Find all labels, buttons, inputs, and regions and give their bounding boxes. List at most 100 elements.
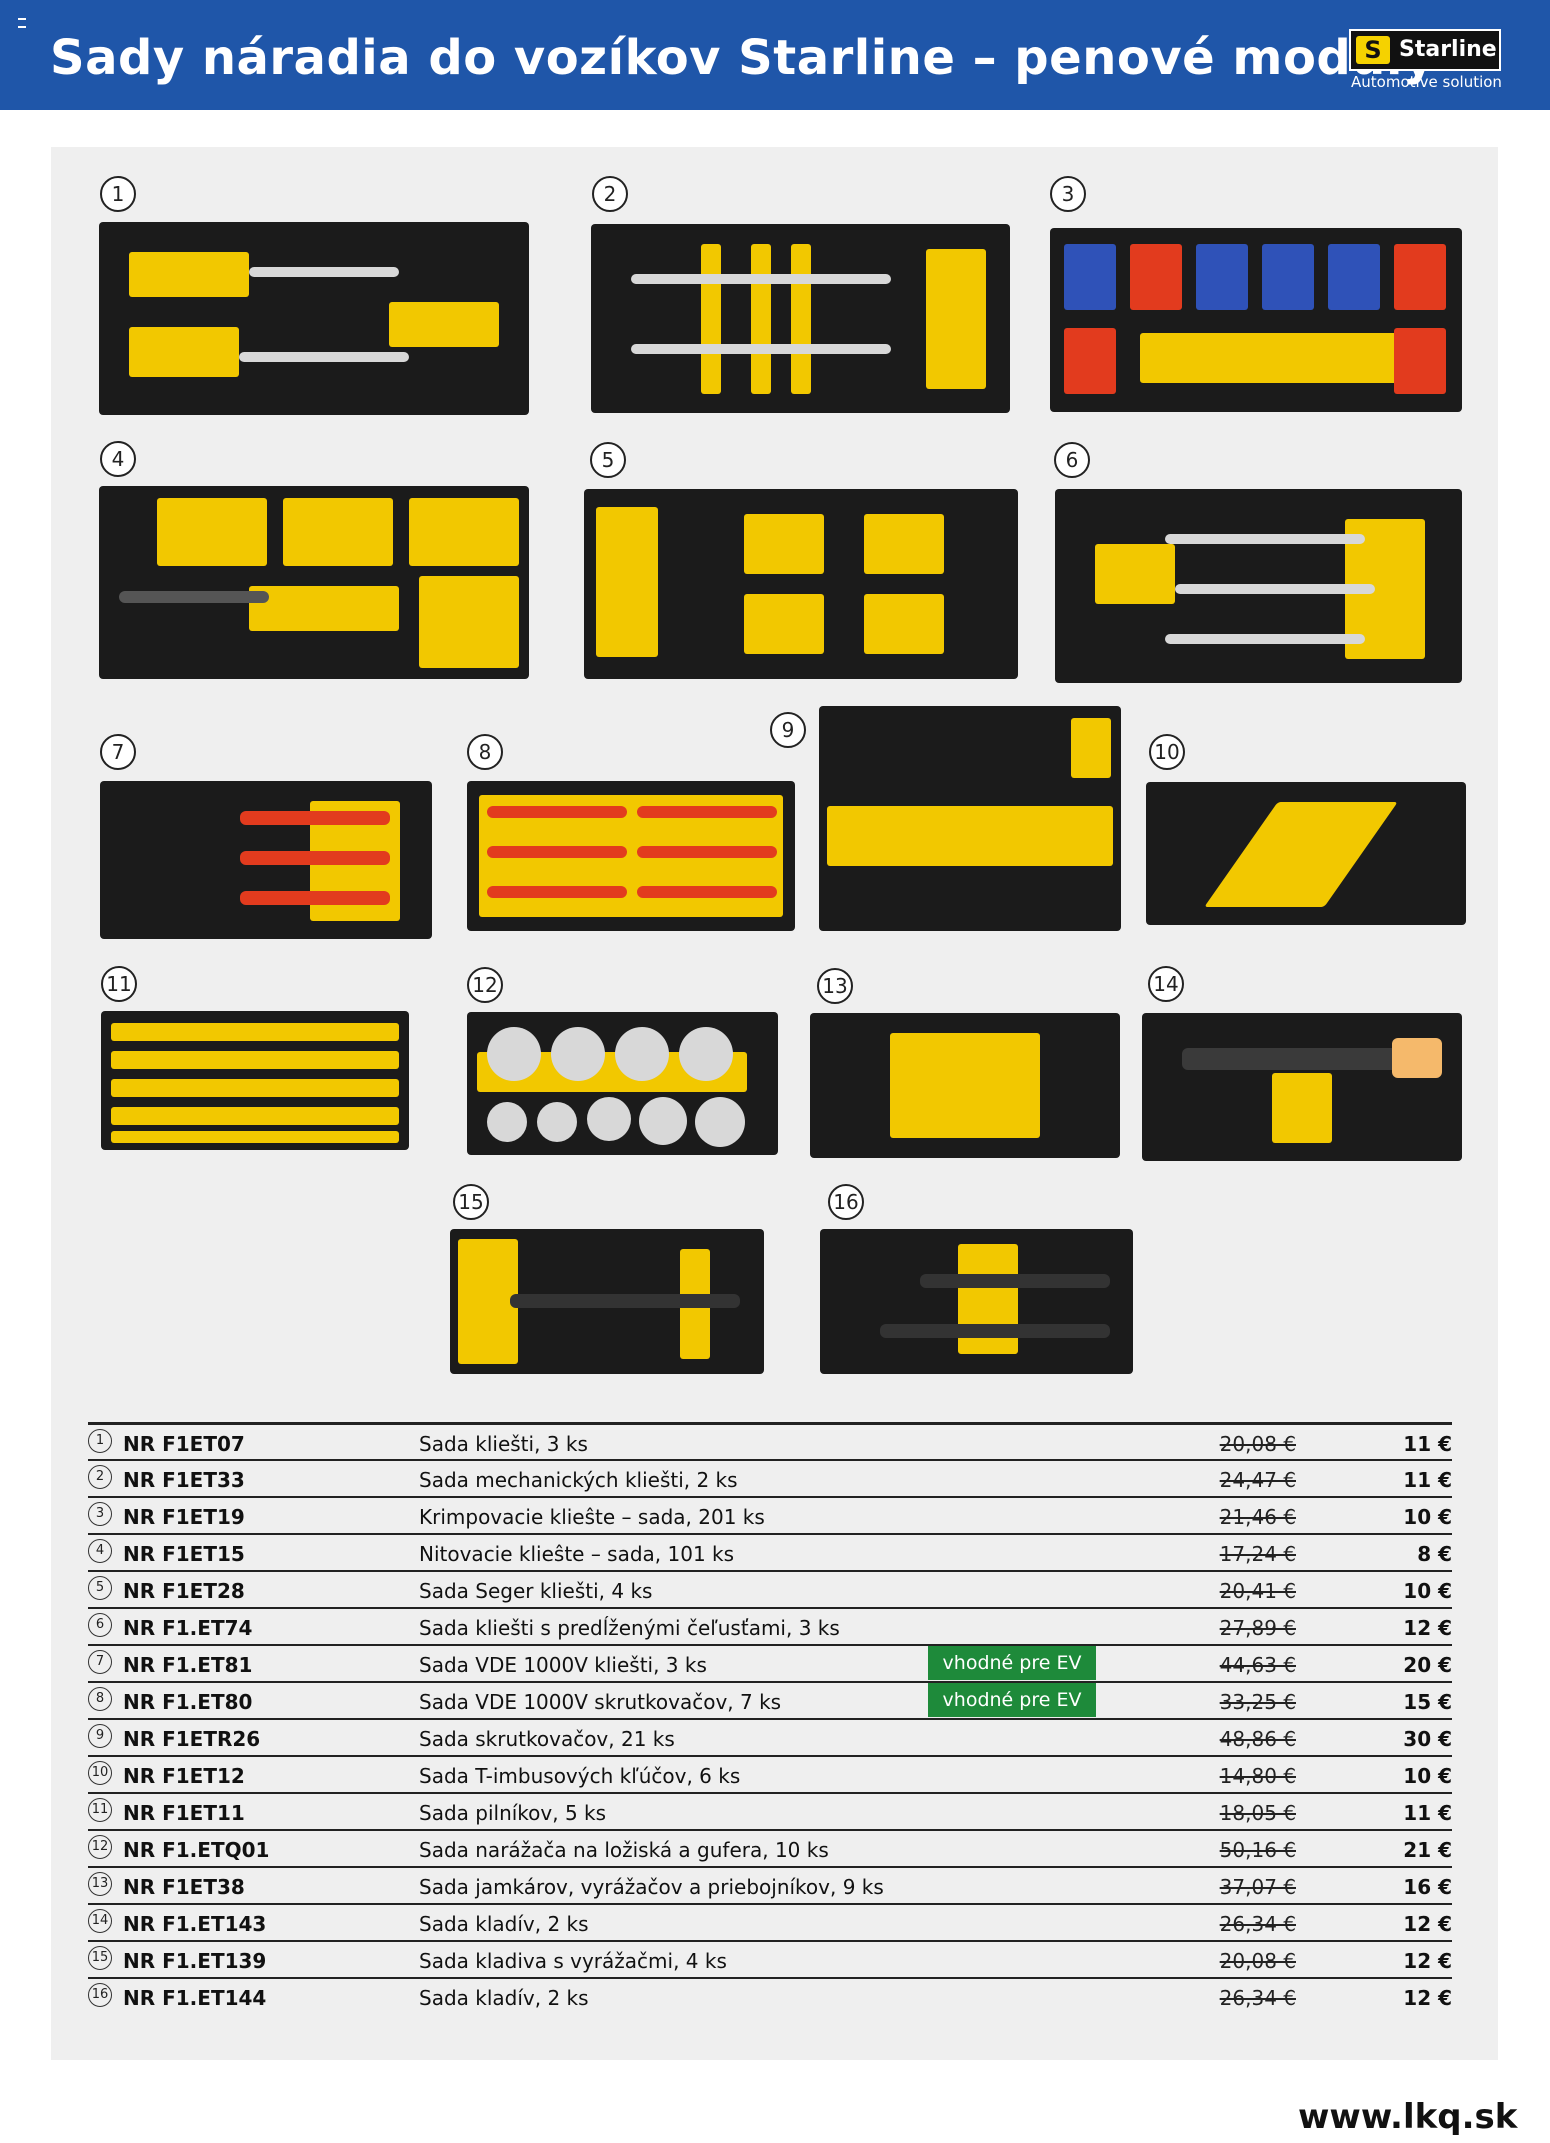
image-number: 10 — [1149, 734, 1185, 770]
product-image-long-nose-pliers[interactable] — [1055, 489, 1462, 683]
old-price: 24,47 € — [1219, 1468, 1296, 1492]
product-image-file-set[interactable] — [101, 1011, 409, 1150]
product-code: NR F1ET33 — [123, 1468, 245, 1492]
product-image-vde-screwdrivers[interactable] — [467, 781, 795, 931]
image-number: 6 — [1054, 442, 1090, 478]
product-description: Sada skrutkovačov, 21 ks — [419, 1727, 675, 1751]
logo-tagline: Automotive solution — [1351, 73, 1502, 91]
row-number: 12 — [88, 1835, 112, 1859]
product-image-two-hammers[interactable] — [820, 1229, 1133, 1374]
row-number: 7 — [88, 1650, 112, 1674]
table-row: 13 NR F1ET38 Sada jamkárov, vyrážačov a … — [88, 1866, 1452, 1904]
new-price: 12 € — [1403, 1912, 1452, 1936]
product-description: Sada T-imbusových kľúčov, 6 ks — [419, 1764, 741, 1788]
table-row: 2 NR F1ET33 Sada mechanických kliešti, 2… — [88, 1459, 1452, 1497]
product-code: NR F1.ET144 — [123, 1986, 267, 2010]
image-number: 5 — [590, 442, 626, 478]
product-image-bearing-driver-set[interactable] — [467, 1012, 778, 1155]
image-number: 13 — [817, 968, 853, 1004]
row-number: 14 — [88, 1909, 112, 1933]
product-code: NR F1ET12 — [123, 1764, 245, 1788]
product-image-riveting-set[interactable] — [99, 486, 529, 679]
product-description: Sada mechanických kliešti, 2 ks — [419, 1468, 738, 1492]
new-price: 15 € — [1403, 1690, 1452, 1714]
old-price: 21,46 € — [1219, 1505, 1296, 1529]
old-price: 50,16 € — [1219, 1838, 1296, 1862]
table-row: 8 NR F1.ET80 Sada VDE 1000V skrutkovačov… — [88, 1681, 1452, 1719]
new-price: 30 € — [1403, 1727, 1452, 1751]
old-price: 26,34 € — [1219, 1912, 1296, 1936]
old-price: 17,24 € — [1219, 1542, 1296, 1566]
new-price: 8 € — [1417, 1542, 1452, 1566]
new-price: 16 € — [1403, 1875, 1452, 1899]
old-price: 20,41 € — [1219, 1579, 1296, 1603]
row-number: 11 — [88, 1798, 112, 1822]
row-number: 8 — [88, 1687, 112, 1711]
product-image-hammer-punch-set[interactable] — [450, 1229, 764, 1374]
table-row: 1 NR F1ET07 Sada kliešti, 3 ks 20,08 € 1… — [88, 1422, 1452, 1461]
new-price: 12 € — [1403, 1986, 1452, 2010]
product-code: NR F1ET07 — [123, 1432, 245, 1456]
image-number: 2 — [592, 176, 628, 212]
table-row: 4 NR F1ET15 Nitovacie klieŝte – sada, 10… — [88, 1533, 1452, 1571]
product-image-punch-chisel-set[interactable] — [810, 1013, 1120, 1158]
table-row: 11 NR F1ET11 Sada pilníkov, 5 ks 18,05 €… — [88, 1792, 1452, 1830]
product-description: Sada jamkárov, vyrážačov a priebojníkov,… — [419, 1875, 884, 1899]
image-number: 7 — [100, 734, 136, 770]
row-number: 15 — [88, 1946, 112, 1970]
row-number: 13 — [88, 1872, 112, 1896]
new-price: 11 € — [1403, 1432, 1452, 1456]
new-price: 11 € — [1403, 1468, 1452, 1492]
logo-letter: S — [1356, 36, 1390, 64]
product-image-seger-pliers[interactable] — [584, 489, 1018, 679]
image-number: 12 — [467, 967, 503, 1003]
table-row: 14 NR F1.ET143 Sada kladív, 2 ks 26,34 €… — [88, 1903, 1452, 1941]
product-code: NR F1ET19 — [123, 1505, 245, 1529]
table-row: 10 NR F1ET12 Sada T-imbusových kľúčov, 6… — [88, 1755, 1452, 1793]
product-description: Sada VDE 1000V kliešti, 3 ks — [419, 1653, 707, 1677]
row-number: 9 — [88, 1724, 112, 1748]
product-code: NR F1.ET74 — [123, 1616, 253, 1640]
product-code: NR F1ETR26 — [123, 1727, 261, 1751]
row-number: 4 — [88, 1539, 112, 1563]
product-description: Nitovacie klieŝte – sada, 101 ks — [419, 1542, 735, 1566]
logo-box: S Starline — [1349, 29, 1501, 71]
product-code: NR F1.ET80 — [123, 1690, 253, 1714]
website-link[interactable]: www.lkq.sk — [1298, 2097, 1518, 2137]
image-number: 11 — [101, 966, 137, 1002]
table-row: 7 NR F1.ET81 Sada VDE 1000V kliešti, 3 k… — [88, 1644, 1452, 1682]
product-image-screwdriver-set[interactable] — [819, 706, 1121, 931]
page-header: Sady náradia do vozíkov Starline – penov… — [0, 0, 1550, 110]
product-image-t-hex-keys[interactable] — [1146, 782, 1466, 925]
product-image-crimping-set[interactable] — [1050, 228, 1462, 412]
product-code: NR F1ET38 — [123, 1875, 245, 1899]
product-description: Sada kladív, 2 ks — [419, 1986, 589, 2010]
row-number: 1 — [88, 1429, 112, 1453]
old-price: 37,07 € — [1219, 1875, 1296, 1899]
image-number: 9 — [770, 712, 806, 748]
image-number: 4 — [100, 441, 136, 477]
image-number: 3 — [1050, 176, 1086, 212]
new-price: 12 € — [1403, 1616, 1452, 1640]
row-number: 16 — [88, 1983, 112, 2007]
product-code: NR F1.ETQ01 — [123, 1838, 270, 1862]
product-description: Sada kladiva s vyrážačmi, 4 ks — [419, 1949, 727, 1973]
table-row: 9 NR F1ETR26 Sada skrutkovačov, 21 ks 48… — [88, 1718, 1452, 1756]
row-number: 2 — [88, 1465, 112, 1489]
table-row: 12 NR F1.ETQ01 Sada narážača na ložiská … — [88, 1829, 1452, 1867]
ev-suitable-badge: vhodné pre EV — [928, 1646, 1096, 1680]
row-number: 10 — [88, 1761, 112, 1785]
product-image-pliers-set[interactable] — [99, 222, 529, 415]
old-price: 14,80 € — [1219, 1764, 1296, 1788]
product-image-hammer-set[interactable] — [1142, 1013, 1462, 1161]
product-description: Sada kliešti s predĺženými čeľusťami, 3 … — [419, 1616, 840, 1640]
row-number: 3 — [88, 1502, 112, 1526]
product-image-mechanical-pliers[interactable] — [591, 224, 1010, 413]
menu-icon[interactable] — [18, 18, 26, 28]
product-image-vde-pliers[interactable] — [100, 781, 432, 939]
logo-brand: Starline — [1399, 37, 1497, 62]
page-title: Sady náradia do vozíkov Starline – penov… — [50, 30, 1435, 86]
old-price: 44,63 € — [1219, 1653, 1296, 1677]
new-price: 20 € — [1403, 1653, 1452, 1677]
new-price: 21 € — [1403, 1838, 1452, 1862]
